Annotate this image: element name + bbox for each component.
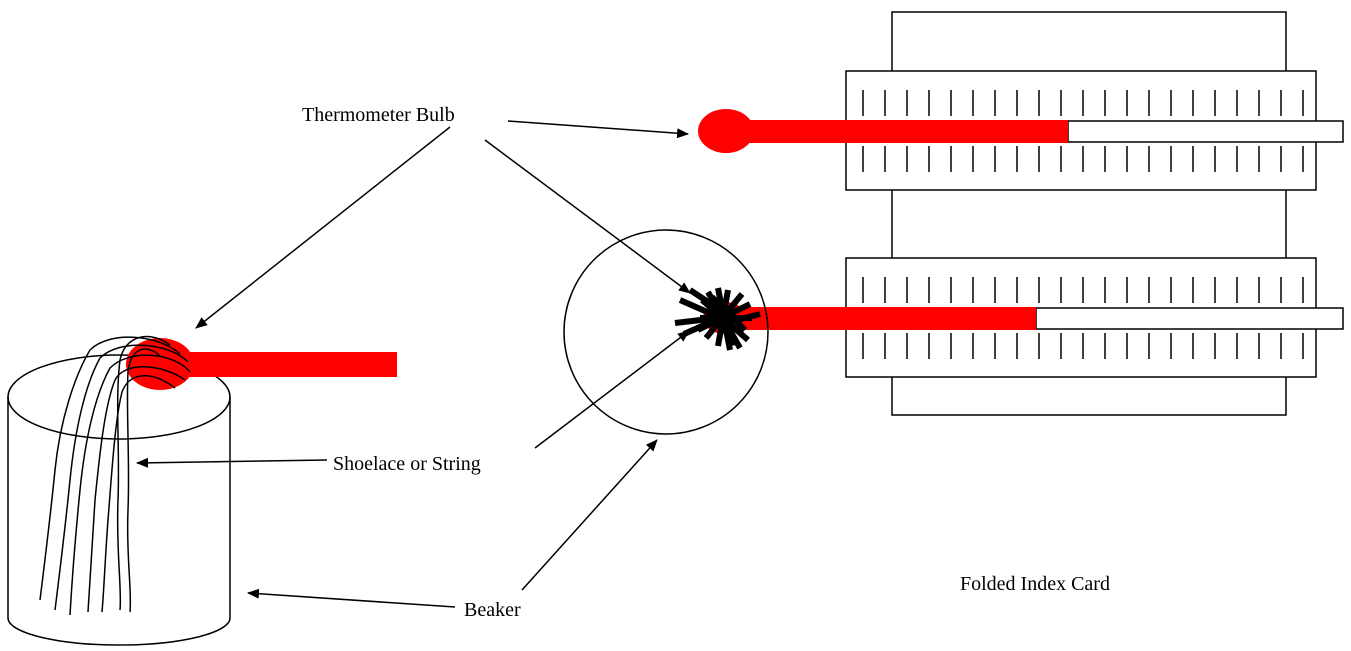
top-thermometer-bulb [698, 109, 754, 153]
shoelace-strands [39, 335, 191, 616]
index-card-top [698, 11, 1344, 416]
top-card-lower-ticks [862, 146, 1304, 172]
label-thermometer-bulb: Thermometer Bulb [302, 104, 455, 126]
label-shoelace-or-string: Shoelace or String [333, 453, 481, 475]
left-thermometer-stem [170, 352, 397, 377]
index-card-bottom [730, 257, 1344, 378]
arrow-bulb-to-circle [484, 139, 691, 294]
label-folded-index-card: Folded Index Card [960, 573, 1110, 595]
bottom-card-upper-ticks [862, 277, 1304, 303]
arrow-beaker-to-circle [521, 439, 658, 591]
arrow-string-to-circle [534, 330, 690, 449]
arrow-string-to-beaker [136, 457, 328, 468]
arrow-bulb-to-top [507, 120, 689, 139]
bottom-thermometer-glass [1035, 307, 1344, 330]
arrows [136, 120, 691, 608]
string-wrap-strands [674, 287, 761, 351]
bottom-thermometer-stem [730, 307, 1036, 330]
beaker-body [7, 397, 231, 646]
magnifier-circle [563, 229, 769, 435]
beaker [7, 354, 231, 646]
arrow-beaker-to-beaker [247, 588, 456, 608]
arrow-bulb-to-beaker [195, 126, 451, 329]
bottom-card-lower-ticks [862, 333, 1304, 359]
beaker-rim [7, 354, 231, 440]
magnified-view [563, 229, 769, 435]
label-beaker: Beaker [464, 599, 521, 621]
top-thermometer-glass [1067, 120, 1344, 143]
top-thermometer-stem [735, 120, 1068, 143]
top-card-upper-ticks [862, 90, 1304, 116]
card-back [891, 11, 1287, 416]
